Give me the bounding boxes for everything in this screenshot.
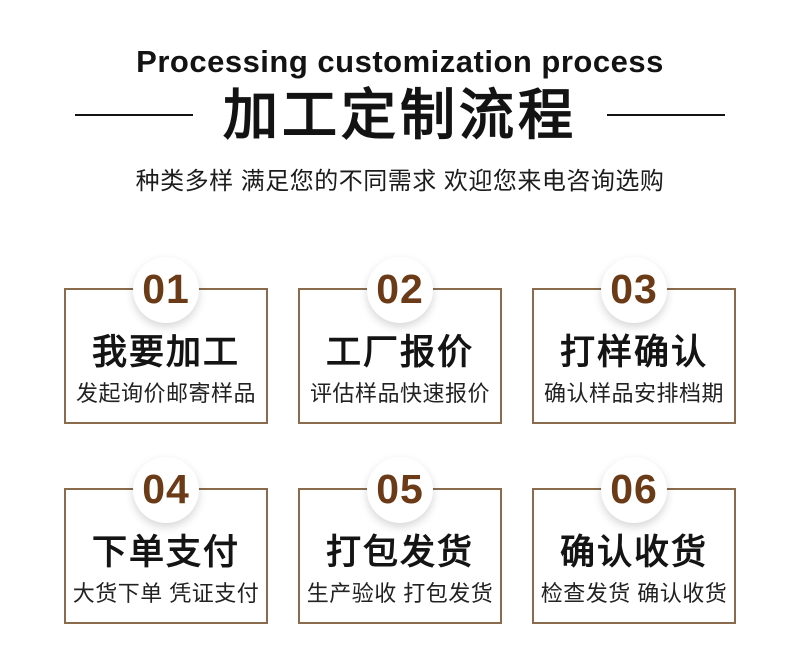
- step-desc: 生产验收 打包发货: [306, 580, 494, 606]
- step-title: 打样确认: [559, 333, 708, 373]
- step-desc: 确认样品安排档期: [543, 380, 724, 406]
- title-flank-line-left: [74, 114, 193, 117]
- step-number-badge: 03: [601, 256, 667, 323]
- page-title-english: Processing customization process: [136, 44, 664, 79]
- step-number-badge: 02: [367, 256, 433, 323]
- step-card-5: 05 打包发货 生产验收 打包发货: [298, 456, 502, 624]
- step-card-3: 03 打样确认 确认样品安排档期: [532, 256, 736, 424]
- step-card-1: 01 我要加工 发起询价邮寄样品: [64, 256, 268, 424]
- step-desc: 发起询价邮寄样品: [75, 380, 256, 406]
- step-card-4: 04 下单支付 大货下单 凭证支付: [64, 456, 268, 624]
- title-flank-line-right: [607, 114, 725, 117]
- step-title: 我要加工: [91, 333, 240, 373]
- step-desc: 评估样品快速报价: [309, 380, 490, 406]
- step-number-badge: 06: [601, 456, 667, 523]
- main-title-row: 加工定制流程: [0, 84, 800, 147]
- step-title: 下单支付: [91, 533, 240, 573]
- page-subtitle: 种类多样 满足您的不同需求 欢迎您来电咨询选购: [135, 167, 665, 195]
- step-number-badge: 01: [133, 256, 199, 323]
- step-card-2: 02 工厂报价 评估样品快速报价: [298, 256, 502, 424]
- steps-grid: 01 我要加工 发起询价邮寄样品 02 工厂报价 评估样品快速报价 03 打样确…: [64, 256, 736, 624]
- step-card-6: 06 确认收货 检查发货 确认收货: [532, 456, 736, 624]
- step-desc: 检查发货 确认收货: [540, 580, 728, 606]
- step-title: 工厂报价: [325, 333, 474, 373]
- step-desc: 大货下单 凭证支付: [72, 580, 260, 606]
- step-title: 打包发货: [325, 533, 474, 573]
- step-number-badge: 04: [133, 456, 199, 523]
- page-title-chinese: 加工定制流程: [222, 83, 577, 146]
- step-title: 确认收货: [559, 533, 708, 573]
- step-number-badge: 05: [367, 456, 433, 523]
